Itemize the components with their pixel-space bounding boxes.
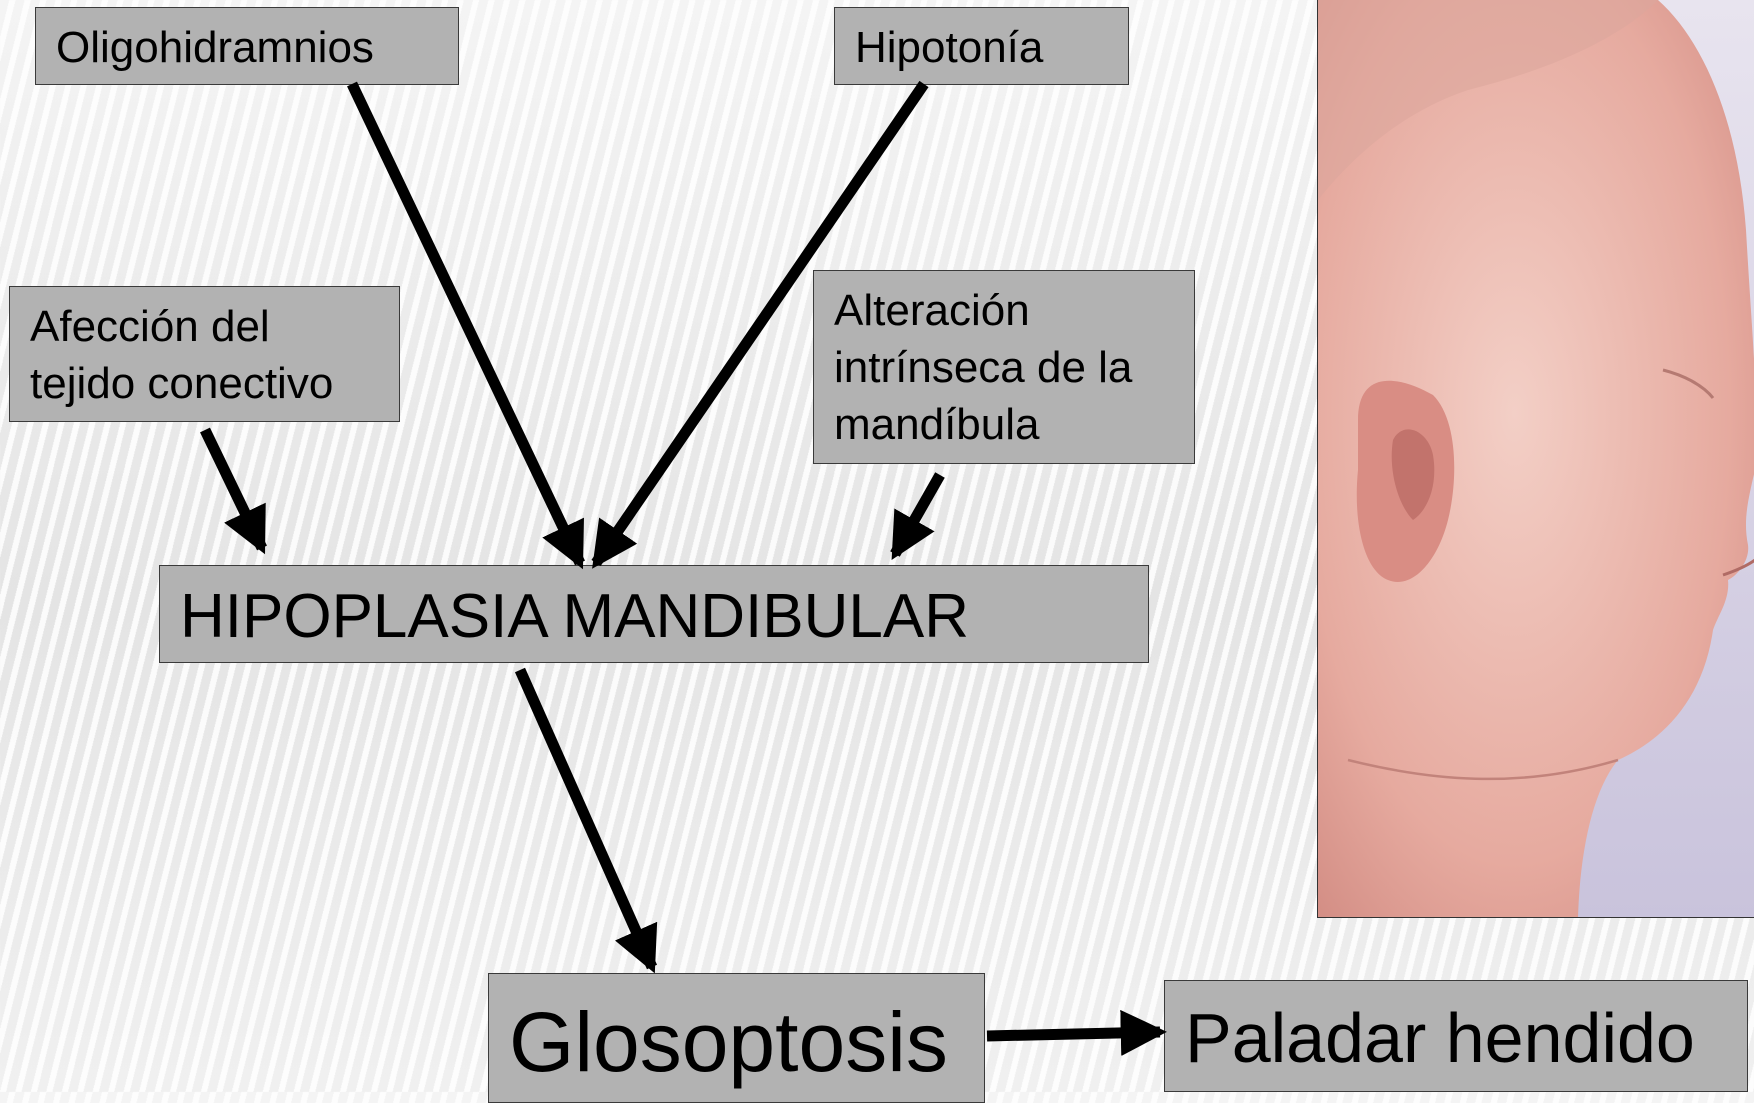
arrow-alteracion-to-hipoplasia: [895, 475, 940, 554]
arrow-hipotonia-to-hipoplasia: [596, 84, 924, 563]
arrow-oligohidramnios-to-hipoplasia: [352, 84, 580, 563]
arrow-glosoptosis-to-paladar: [987, 1032, 1160, 1036]
arrow-afeccion-to-hipoplasia: [205, 430, 262, 548]
infant-profile-illustration: [1318, 0, 1754, 918]
arrow-hipoplasia-to-glosoptosis: [520, 670, 652, 967]
infant-profile-photo: [1317, 0, 1754, 918]
